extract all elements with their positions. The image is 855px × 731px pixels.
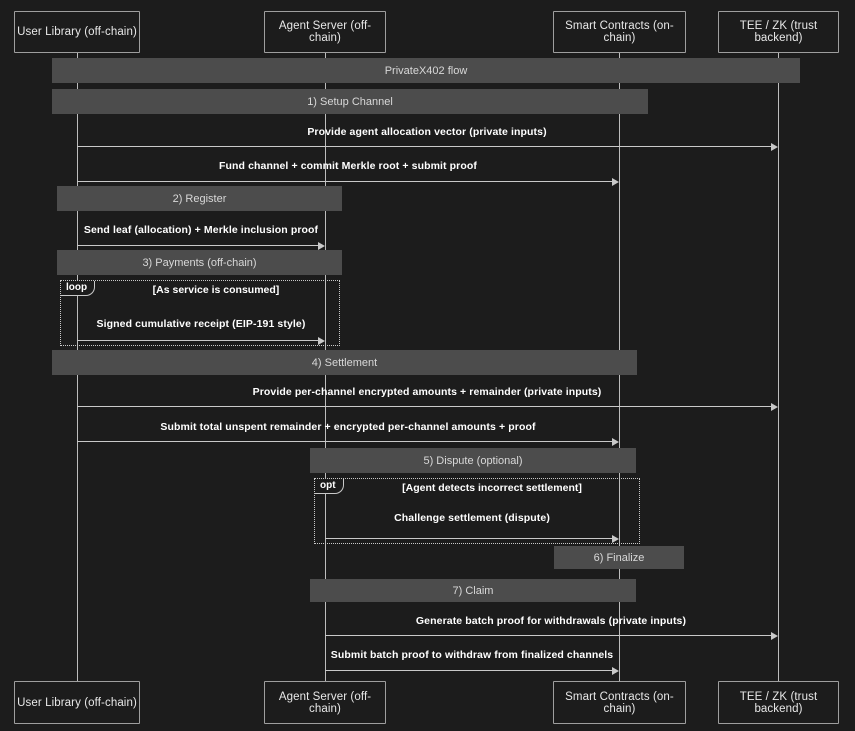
section-bar-label: 7) Claim: [452, 584, 494, 597]
message-arrowhead-m8: [771, 631, 778, 640]
section-bar-label: 5) Dispute (optional): [423, 454, 523, 467]
participant-header-contracts[interactable]: Smart Contracts (on-chain): [553, 11, 686, 53]
section-bar-dispute: 5) Dispute (optional): [310, 448, 636, 473]
fragment-loop-payments: [60, 280, 340, 346]
message-arrowhead-m1: [771, 142, 778, 151]
participant-header-agent[interactable]: Agent Server (off-chain): [264, 11, 386, 53]
section-bar-register: 2) Register: [57, 186, 342, 211]
message-arrowhead-m6: [612, 437, 619, 446]
section-bar-settlement: 4) Settlement: [52, 350, 637, 375]
participant-footer-tee[interactable]: TEE / ZK (trust backend): [718, 681, 839, 724]
participant-footer-agent[interactable]: Agent Server (off-chain): [264, 681, 386, 724]
message-line-m8: [325, 635, 772, 636]
section-bar-label: 2) Register: [172, 192, 227, 205]
fragment-condition: [Agent detects incorrect settlement]: [402, 482, 582, 494]
message-line-m5: [77, 406, 772, 407]
message-line-m4: [77, 340, 319, 341]
message-line-m6: [77, 441, 613, 442]
message-line-m7: [325, 538, 613, 539]
message-line-m9: [325, 670, 613, 671]
section-bar-label: 1) Setup Channel: [307, 95, 393, 108]
message-arrowhead-m3: [318, 241, 325, 250]
message-label-m8: Generate batch proof for withdrawals (pr…: [415, 615, 687, 627]
message-label-m1: Provide agent allocation vector (private…: [307, 126, 547, 138]
fragment-opt-dispute: [314, 478, 640, 544]
participant-label: Agent Server (off-chain): [278, 20, 372, 44]
fragment-tag-opt: opt: [315, 479, 344, 494]
participant-footer-user[interactable]: User Library (off-chain): [14, 681, 140, 724]
participant-label: Agent Server (off-chain): [278, 690, 372, 715]
participant-label: TEE / ZK (trust backend): [739, 20, 818, 44]
message-label-m4: Signed cumulative receipt (EIP-191 style…: [96, 318, 306, 330]
lifeline-tee: [778, 53, 779, 681]
section-bar-payments: 3) Payments (off-chain): [57, 250, 342, 275]
section-bar-setup: 1) Setup Channel: [52, 89, 648, 114]
message-arrowhead-m5: [771, 402, 778, 411]
message-line-m2: [77, 181, 613, 182]
participant-label: Smart Contracts (on-chain): [565, 20, 674, 44]
fragment-condition: [As service is consumed]: [152, 284, 280, 296]
message-label-m3: Send leaf (allocation) + Merkle inclusio…: [83, 224, 319, 236]
section-bar-label: 6) Finalize: [593, 551, 645, 564]
message-label-m9: Submit batch proof to withdraw from fina…: [330, 649, 614, 661]
message-arrowhead-m9: [612, 666, 619, 675]
message-label-m6: Submit total unspent remainder + encrypt…: [160, 421, 536, 433]
message-label-m7: Challenge settlement (dispute): [394, 512, 550, 524]
participant-label: Smart Contracts (on-chain): [565, 690, 674, 715]
section-bar-label: 3) Payments (off-chain): [142, 256, 257, 269]
section-bar-claim: 7) Claim: [310, 579, 636, 602]
message-line-m3: [77, 245, 319, 246]
participant-label: TEE / ZK (trust backend): [739, 690, 818, 715]
section-bar-flow: PrivateX402 flow: [52, 58, 800, 83]
message-arrowhead-m4: [318, 336, 325, 345]
section-bar-label: PrivateX402 flow: [384, 64, 468, 77]
participant-header-tee[interactable]: TEE / ZK (trust backend): [718, 11, 839, 53]
participant-label: User Library (off-chain): [17, 696, 137, 709]
participant-footer-contracts[interactable]: Smart Contracts (on-chain): [553, 681, 686, 724]
message-line-m1: [77, 146, 772, 147]
participant-label: User Library (off-chain): [17, 26, 137, 38]
fragment-tag-loop: loop: [61, 281, 96, 296]
message-arrowhead-m7: [612, 534, 619, 543]
participant-header-user[interactable]: User Library (off-chain): [14, 11, 140, 53]
section-bar-label: 4) Settlement: [311, 356, 378, 369]
message-arrowhead-m2: [612, 177, 619, 186]
message-label-m5: Provide per-channel encrypted amounts + …: [252, 386, 602, 398]
section-bar-finalize: 6) Finalize: [554, 546, 684, 569]
message-label-m2: Fund channel + commit Merkle root + subm…: [219, 160, 477, 172]
